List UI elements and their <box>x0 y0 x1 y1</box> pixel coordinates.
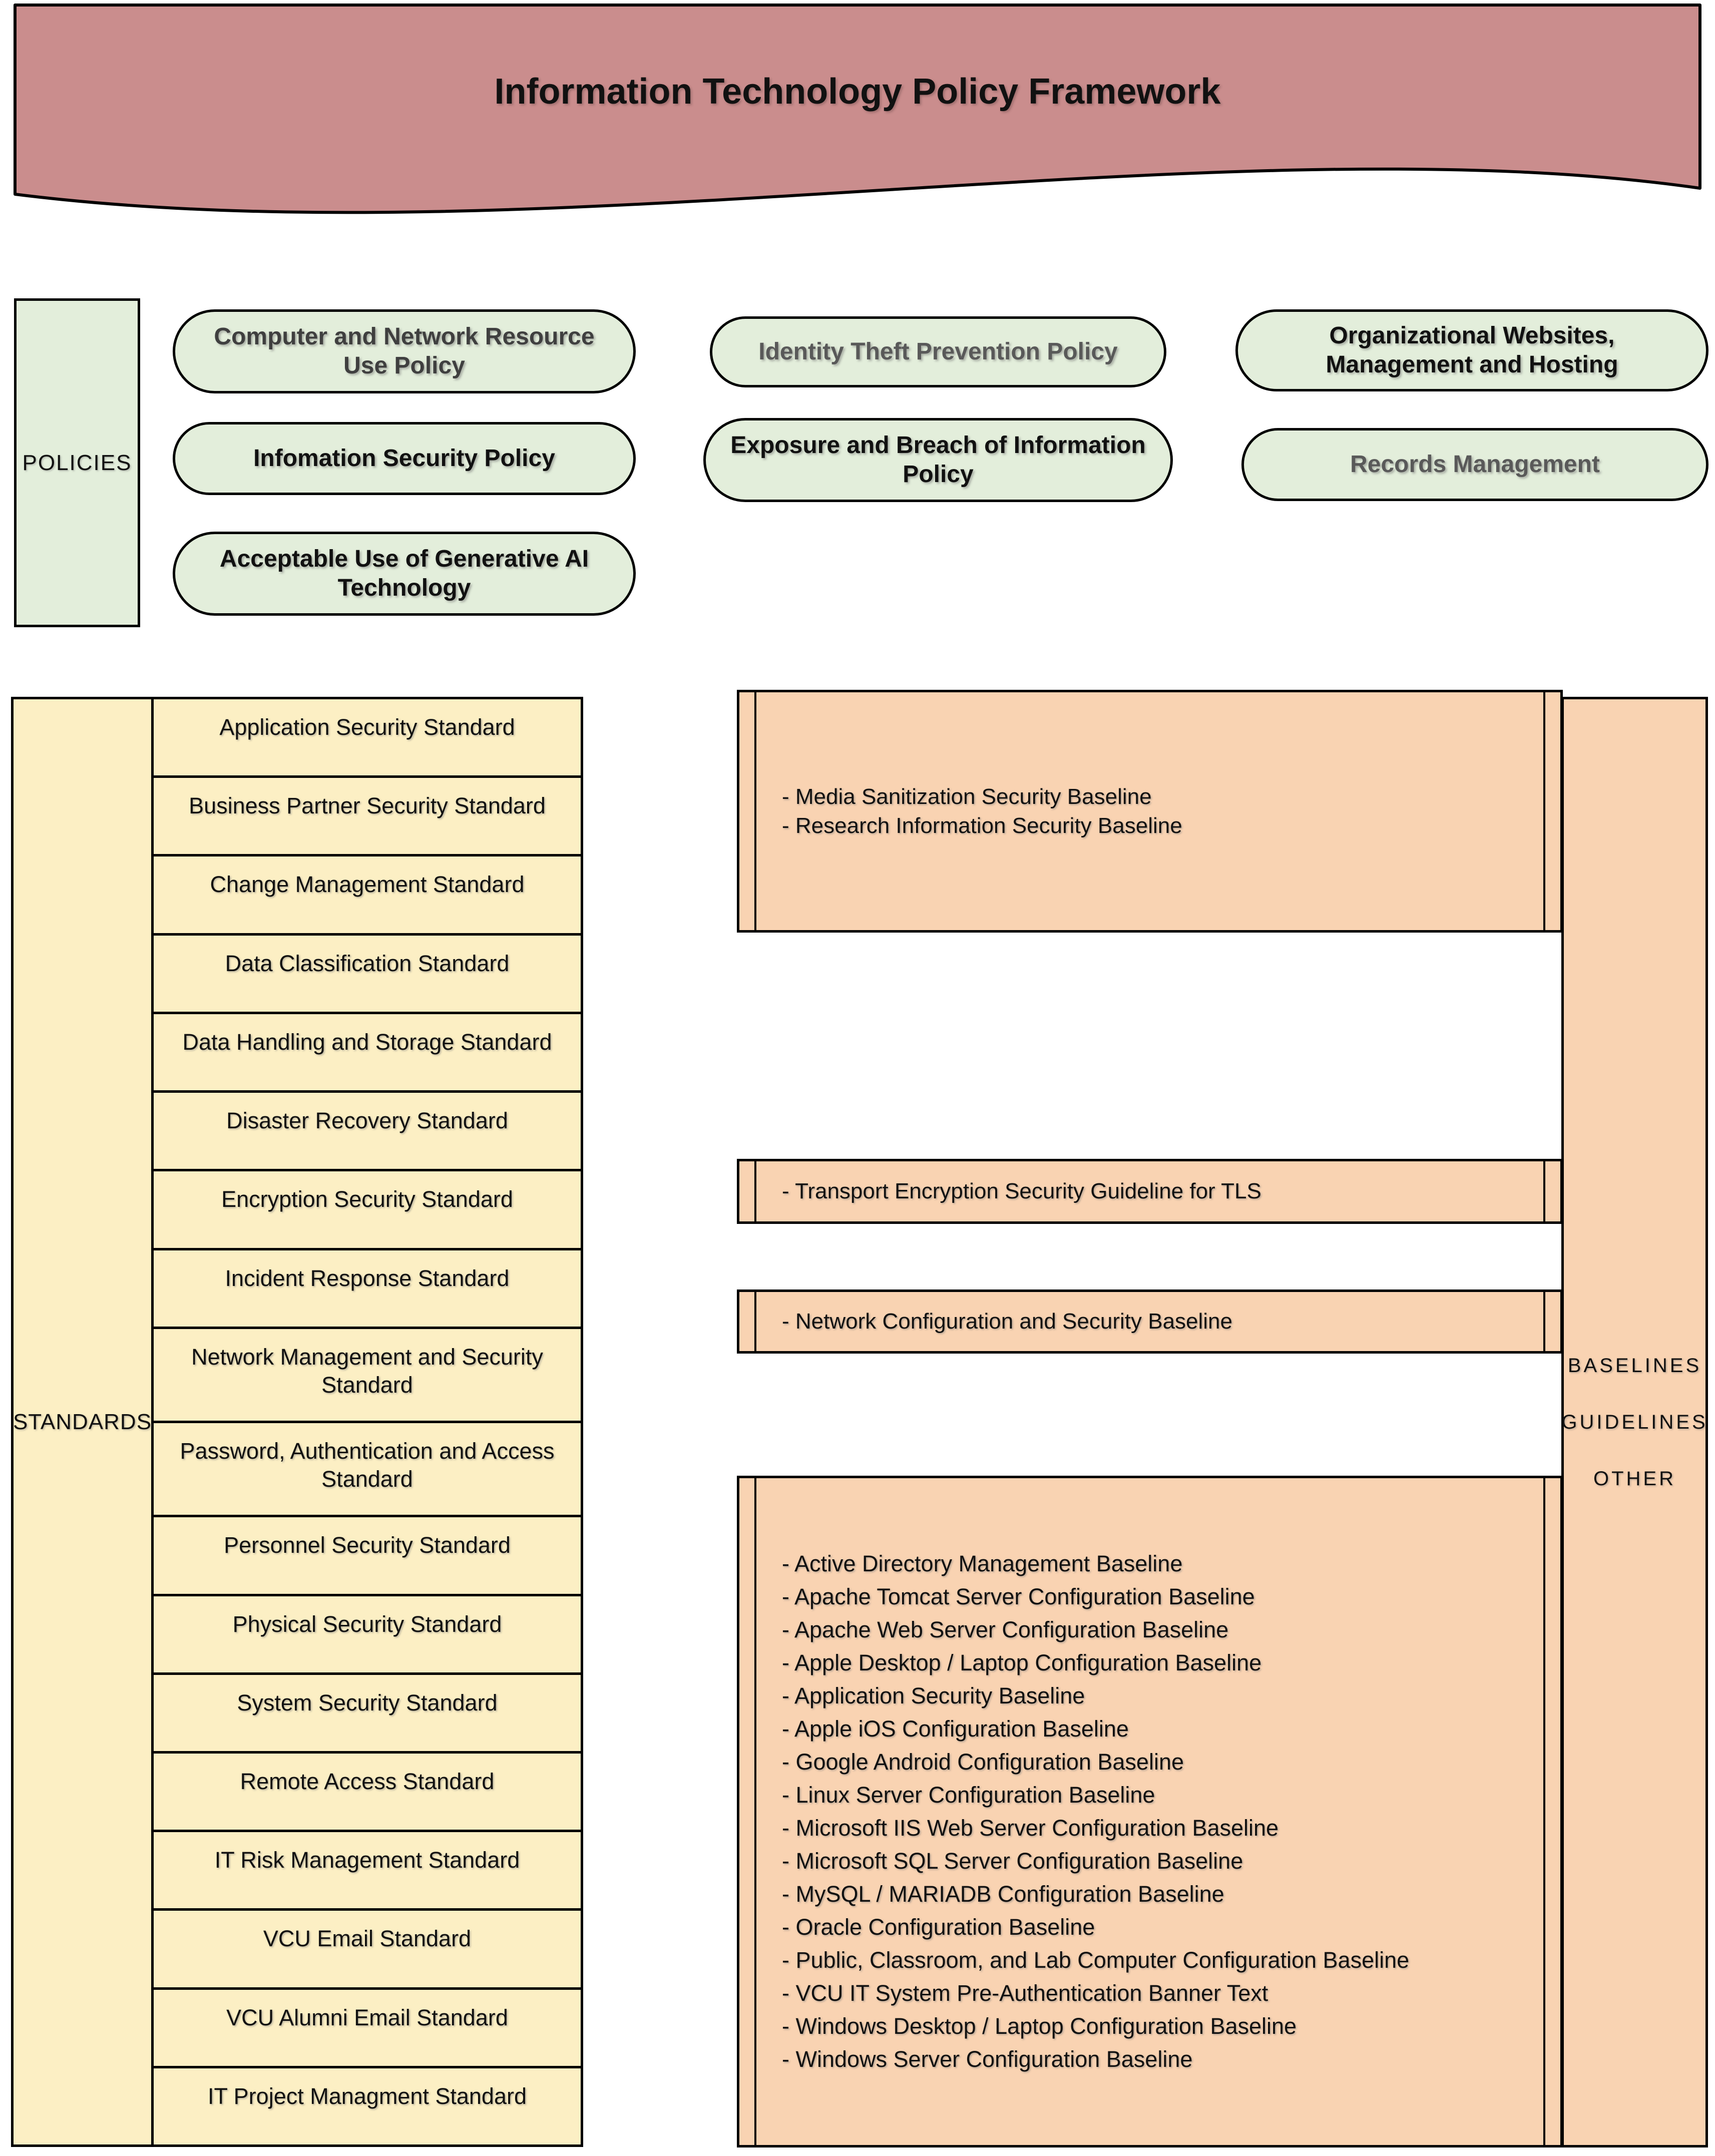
rail-label-guidelines: GUIDELINES <box>1561 1411 1708 1433</box>
standard-item-label: VCU Email Standard <box>263 1926 472 1952</box>
policies-section-label: POLICIES <box>14 298 140 627</box>
policy-pill-organizational-websites: Organizational Websites, Management and … <box>1235 309 1708 391</box>
baseline-item: - Application Security Baseline <box>782 1683 1085 1708</box>
baseline-group-media-research: - Media Sanitization Security Baseline -… <box>737 690 1563 933</box>
baseline-group-content: - Media Sanitization Security Baseline -… <box>739 692 1560 930</box>
baseline-item: - Apple Desktop / Laptop Configuration B… <box>782 1650 1262 1675</box>
baseline-item: - Microsoft IIS Web Server Configuration… <box>782 1815 1279 1841</box>
standard-item-label: Password, Authentication and Access Stan… <box>180 1438 555 1492</box>
baseline-item: - Active Directory Management Baseline <box>782 1551 1183 1576</box>
baseline-item: - Research Information Security Baseline <box>782 813 1182 838</box>
policy-pill-label: Organizational Websites, Management and … <box>1326 322 1618 378</box>
standard-item-label: System Security Standard <box>237 1689 498 1715</box>
header-banner: Information Technology Policy Framework <box>0 0 1715 280</box>
baseline-item: - Windows Desktop / Laptop Configuration… <box>782 2013 1297 2039</box>
policy-pill-label: Exposure and Breach of Information Polic… <box>730 432 1146 488</box>
standard-item: Disaster Recovery Standard <box>154 1093 581 1172</box>
baseline-item: - VCU IT System Pre-Authentication Banne… <box>782 1980 1268 2006</box>
baseline-item: - Oracle Configuration Baseline <box>782 1914 1095 1940</box>
baseline-item: - Microsoft SQL Server Configuration Bas… <box>782 1848 1243 1874</box>
standard-item-label: Encryption Security Standard <box>221 1186 513 1212</box>
baseline-item: - Public, Classroom, and Lab Computer Co… <box>782 1947 1410 1973</box>
policy-pill-label: Records Management <box>1350 451 1600 478</box>
baseline-item: - Media Sanitization Security Baseline <box>782 784 1152 809</box>
standard-item-label: Remote Access Standard <box>240 1768 495 1794</box>
baseline-item: - Windows Server Configuration Baseline <box>782 2046 1193 2072</box>
baseline-group-tls-guideline: - Transport Encryption Security Guidelin… <box>737 1159 1563 1224</box>
standard-item-label: Personnel Security Standard <box>224 1532 511 1558</box>
standard-item-label: Business Partner Security Standard <box>189 793 546 819</box>
policy-pill-label: Infomation Security Policy <box>253 445 555 472</box>
standard-item-label: Network Management and Security Standard <box>191 1344 543 1398</box>
standard-item-label: Disaster Recovery Standard <box>226 1108 508 1134</box>
diagram-title: Information Technology Policy Framework <box>494 72 1221 112</box>
baseline-group-configuration-baselines: - Active Directory Management Baseline -… <box>737 1476 1563 2147</box>
baseline-item: - Apache Web Server Configuration Baseli… <box>782 1617 1229 1642</box>
baseline-item: - Google Android Configuration Baseline <box>782 1749 1184 1775</box>
standards-section: STANDARDS Application Security Standard … <box>11 697 583 2147</box>
standard-item: Business Partner Security Standard <box>154 778 581 857</box>
policy-pill-exposure-breach: Exposure and Breach of Information Polic… <box>703 418 1173 502</box>
policy-pill-label: Computer and Network Resource Use Policy <box>214 323 595 379</box>
standard-item: Encryption Security Standard <box>154 1171 581 1250</box>
baseline-item: - Apache Tomcat Server Configuration Bas… <box>782 1584 1255 1609</box>
policy-pill-records-management: Records Management <box>1241 428 1708 501</box>
rail-label-other: OTHER <box>1593 1467 1676 1490</box>
standard-item: Application Security Standard <box>154 699 581 778</box>
policy-pill-identity-theft-prevention: Identity Theft Prevention Policy <box>710 316 1166 387</box>
standard-item-label: IT Risk Management Standard <box>214 1847 520 1873</box>
standard-item-label: Data Handling and Storage Standard <box>182 1029 552 1055</box>
policies-label-text: POLICIES <box>22 450 132 475</box>
policy-pill-information-security: Infomation Security Policy <box>173 422 636 495</box>
standard-item-label: Application Security Standard <box>219 714 515 740</box>
baseline-item: - Transport Encryption Security Guidelin… <box>782 1179 1261 1203</box>
standard-item-label: Incident Response Standard <box>225 1265 510 1291</box>
baseline-item: - Network Configuration and Security Bas… <box>782 1309 1233 1334</box>
standard-item-label: IT Project Managment Standard <box>207 2083 527 2109</box>
standard-item: VCU Email Standard <box>154 1911 581 1990</box>
policy-pill-label: Acceptable Use of Generative AI Technolo… <box>219 546 589 601</box>
standard-item: Incident Response Standard <box>154 1250 581 1329</box>
baseline-item: - MySQL / MARIADB Configuration Baseline <box>782 1881 1224 1907</box>
standard-item-label: VCU Alumni Email Standard <box>226 2004 508 2030</box>
standard-item: System Security Standard <box>154 1675 581 1754</box>
standards-label-text: STANDARDS <box>13 1409 152 1434</box>
baseline-group-content: - Network Configuration and Security Bas… <box>739 1292 1560 1351</box>
baseline-group-content: - Transport Encryption Security Guidelin… <box>739 1161 1560 1221</box>
standard-item: Personnel Security Standard <box>154 1517 581 1596</box>
baseline-group-network-configuration: - Network Configuration and Security Bas… <box>737 1289 1563 1354</box>
standard-item: Change Management Standard <box>154 856 581 936</box>
standard-item: VCU Alumni Email Standard <box>154 1990 581 2068</box>
standard-item: IT Project Managment Standard <box>154 2068 581 2144</box>
standard-item: Password, Authentication and Access Stan… <box>154 1423 581 1518</box>
banner-wave-shape <box>14 4 1701 214</box>
rail-label-baselines: BASELINES <box>1567 1354 1702 1377</box>
standards-section-label: STANDARDS <box>13 699 154 2144</box>
standard-item-label: Physical Security Standard <box>232 1611 502 1637</box>
policy-pill-generative-ai: Acceptable Use of Generative AI Technolo… <box>173 532 636 616</box>
standard-item: Data Handling and Storage Standard <box>154 1014 581 1093</box>
standard-item-label: Data Classification Standard <box>225 950 510 976</box>
policy-pill-label: Identity Theft Prevention Policy <box>758 338 1118 365</box>
baseline-group-content: - Active Directory Management Baseline -… <box>739 1478 1560 2145</box>
standard-item: Network Management and Security Standard <box>154 1329 581 1424</box>
standard-item: IT Risk Management Standard <box>154 1832 581 1911</box>
baseline-item: - Linux Server Configuration Baseline <box>782 1782 1155 1808</box>
baseline-item: - Apple iOS Configuration Baseline <box>782 1716 1129 1742</box>
standard-item: Remote Access Standard <box>154 1754 581 1833</box>
policy-pill-computer-network-resource-use: Computer and Network Resource Use Policy <box>173 309 636 393</box>
standard-item-label: Change Management Standard <box>210 872 525 898</box>
standard-item: Physical Security Standard <box>154 1596 581 1675</box>
standards-list: Application Security Standard Business P… <box>154 699 581 2144</box>
baselines-guidelines-other-label: BASELINES GUIDELINES OTHER <box>1561 697 1708 2147</box>
standard-item: Data Classification Standard <box>154 936 581 1014</box>
